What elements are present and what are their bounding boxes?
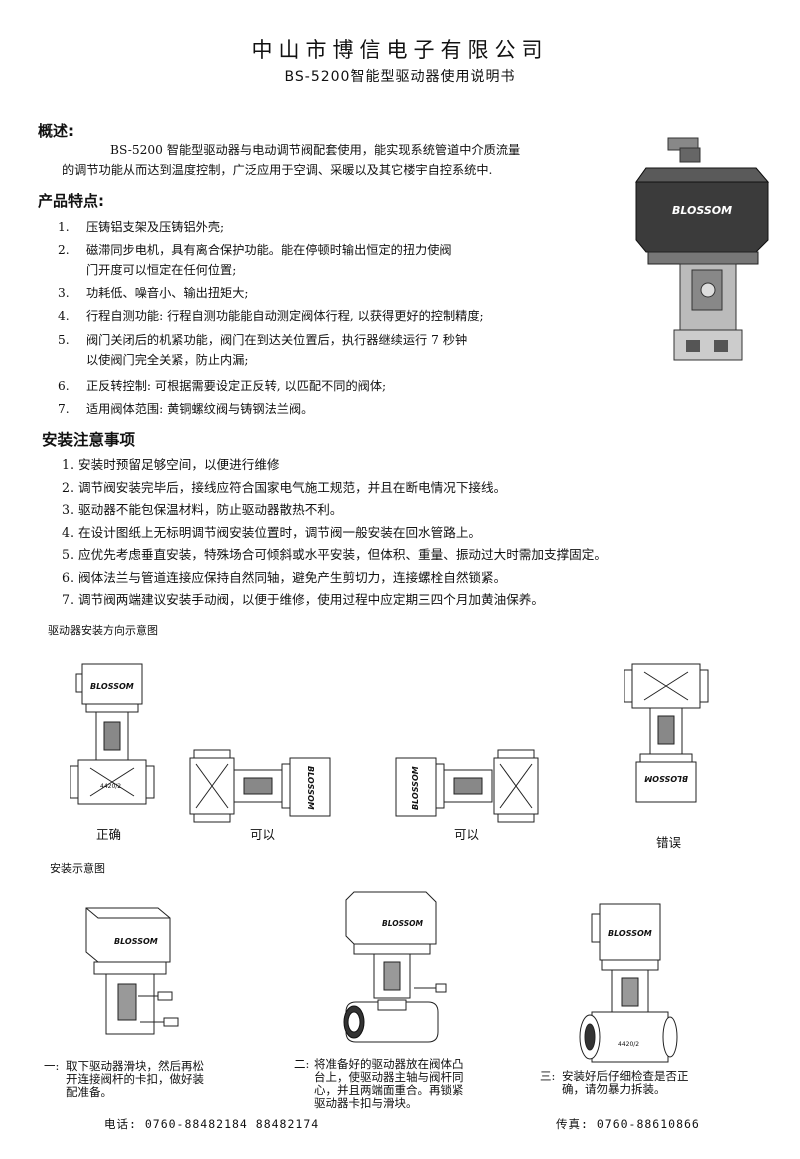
feature-item: 6.正反转控制: 可根据需要设定正反转, 以匹配不同的阀体; — [58, 379, 387, 393]
orientation-horizontal-left-drawing: BLOSSOM — [395, 749, 539, 823]
feature-item: 2.磁滞同步电机，具有离合保护功能。能在停顿时输出恒定的扭力使阀 — [58, 243, 452, 257]
install-heading: 安装注意事项 — [42, 431, 136, 449]
svg-text:BLOSSOM: BLOSSOM — [382, 919, 424, 928]
overview-line-2: 的调节功能从而达到温度控制，广泛应用于空调、采暖以及其它楼宇自控系统中. — [62, 163, 493, 177]
orientation-correct-drawing: BLOSSOM 4420/2 — [70, 663, 155, 805]
install-list: 1. 安装时预留足够空间，以便进行维修 2. 调节阀安装完毕后，接线应符合国家电… — [62, 454, 782, 612]
install-item: 1. 安装时预留足够空间，以便进行维修 — [62, 457, 280, 472]
orientation-label-wrong: 错误 — [656, 835, 682, 850]
svg-text:4420/2: 4420/2 — [618, 1041, 639, 1048]
svg-text:BLOSSOM: BLOSSOM — [114, 937, 158, 946]
features-list: 1.压铸铝支架及压铸铝外壳; 2.磁滞同步电机，具有离合保护功能。能在停顿时输出… — [58, 218, 618, 423]
install-item: 6. 阀体法兰与管道连接应保持自然同轴，避免产生剪切力，连接螺栓自然锁紧。 — [62, 569, 507, 585]
brand-logo: BLOSSOM — [672, 204, 732, 217]
install-item: 5. 应优先考虑垂直安装，特殊场合可倾斜或水平安装，但体积、重量、振动过大时需加… — [62, 547, 607, 562]
step3-drawing: BLOSSOM 4420/2 — [579, 903, 678, 1063]
feature-item: 3.功耗低、噪音小、输出扭矩大; — [58, 286, 249, 300]
orientation-label-ok-2: 可以 — [454, 827, 480, 842]
step3-note: 三: 安装好后仔细检查是否正 确，请勿暴力拆装。 — [540, 1069, 689, 1096]
install-item: 2. 调节阀安装完毕后，接线应符合国家电气施工规范，并且在断电情况下接线。 — [62, 479, 507, 495]
feature-item: 5.阀门关闭后的机紧功能，阀门在到达关位置后，执行器继续运行 7 秒钟 — [58, 333, 468, 347]
svg-text:BLOSSOM: BLOSSOM — [306, 766, 315, 810]
orientation-wrong-drawing: BLOSSOM — [624, 663, 709, 803]
footer-phone: 电话: 0760-88482184 88482174 — [104, 1117, 320, 1131]
actuator-product-image: BLOSSOM — [635, 137, 770, 361]
svg-text:BLOSSOM: BLOSSOM — [644, 774, 688, 783]
feature-item: 以使阀门完全关紧，防止内漏; — [86, 353, 249, 367]
svg-text:BLOSSOM: BLOSSOM — [411, 766, 420, 810]
overview-heading: 概述: — [38, 122, 74, 140]
footer-fax: 传真: 0760-88610866 — [556, 1117, 700, 1131]
install-item: 4. 在设计图纸上无标明调节阀安装位置时，调节阀一般安装在回水管路上。 — [62, 524, 482, 540]
orientation-label-correct: 正确 — [96, 827, 122, 842]
step1-note: 一: 取下驱动器滑块，然后再松 开连接阀杆的卡扣，做好装 配准备。 — [44, 1059, 204, 1099]
step1-drawing: BLOSSOM — [85, 907, 179, 1035]
step2-note: 二: 将准备好的驱动器放在阀体凸 台上，使驱动器主轴与阀杆同 心，并且两端面重合… — [294, 1057, 464, 1110]
diagram-title: 安装示意图 — [50, 862, 105, 875]
overview-line-1: BS-5200 智能型驱动器与电动调节阀配套使用，能实现系统管道中介质流量 — [110, 143, 521, 157]
feature-item: 7.适用阀体范围: 黄铜螺纹阀与铸钢法兰阀。 — [58, 402, 314, 416]
feature-item: 门开度可以恒定在任何位置; — [86, 263, 237, 277]
company-name: 中山市博信电子有限公司 — [251, 38, 549, 62]
step2-drawing: BLOSSOM — [343, 891, 447, 1043]
features-heading: 产品特点: — [38, 192, 104, 210]
install-item: 7. 调节阀两端建议安装手动阀，以便于维修，使用过程中应定期三四个月加黄油保养。 — [62, 592, 544, 607]
orientation-label-ok-1: 可以 — [250, 827, 276, 842]
svg-text:BLOSSOM: BLOSSOM — [608, 929, 652, 938]
install-item: 3. 驱动器不能包保温材料，防止驱动器散热不利。 — [62, 502, 343, 517]
feature-item: 1.压铸铝支架及压铸铝外壳; — [58, 220, 225, 234]
orientation-title: 驱动器安装方向示意图 — [48, 624, 158, 637]
svg-text:4420/2: 4420/2 — [100, 783, 121, 790]
document-title: BS-5200智能型驱动器使用说明书 — [284, 69, 516, 85]
svg-text:BLOSSOM: BLOSSOM — [90, 682, 134, 691]
orientation-horizontal-right-drawing: BLOSSOM — [189, 749, 331, 823]
feature-item: 4.行程自测功能: 行程自测功能能自动测定阀体行程, 以获得更好的控制精度; — [58, 309, 484, 323]
